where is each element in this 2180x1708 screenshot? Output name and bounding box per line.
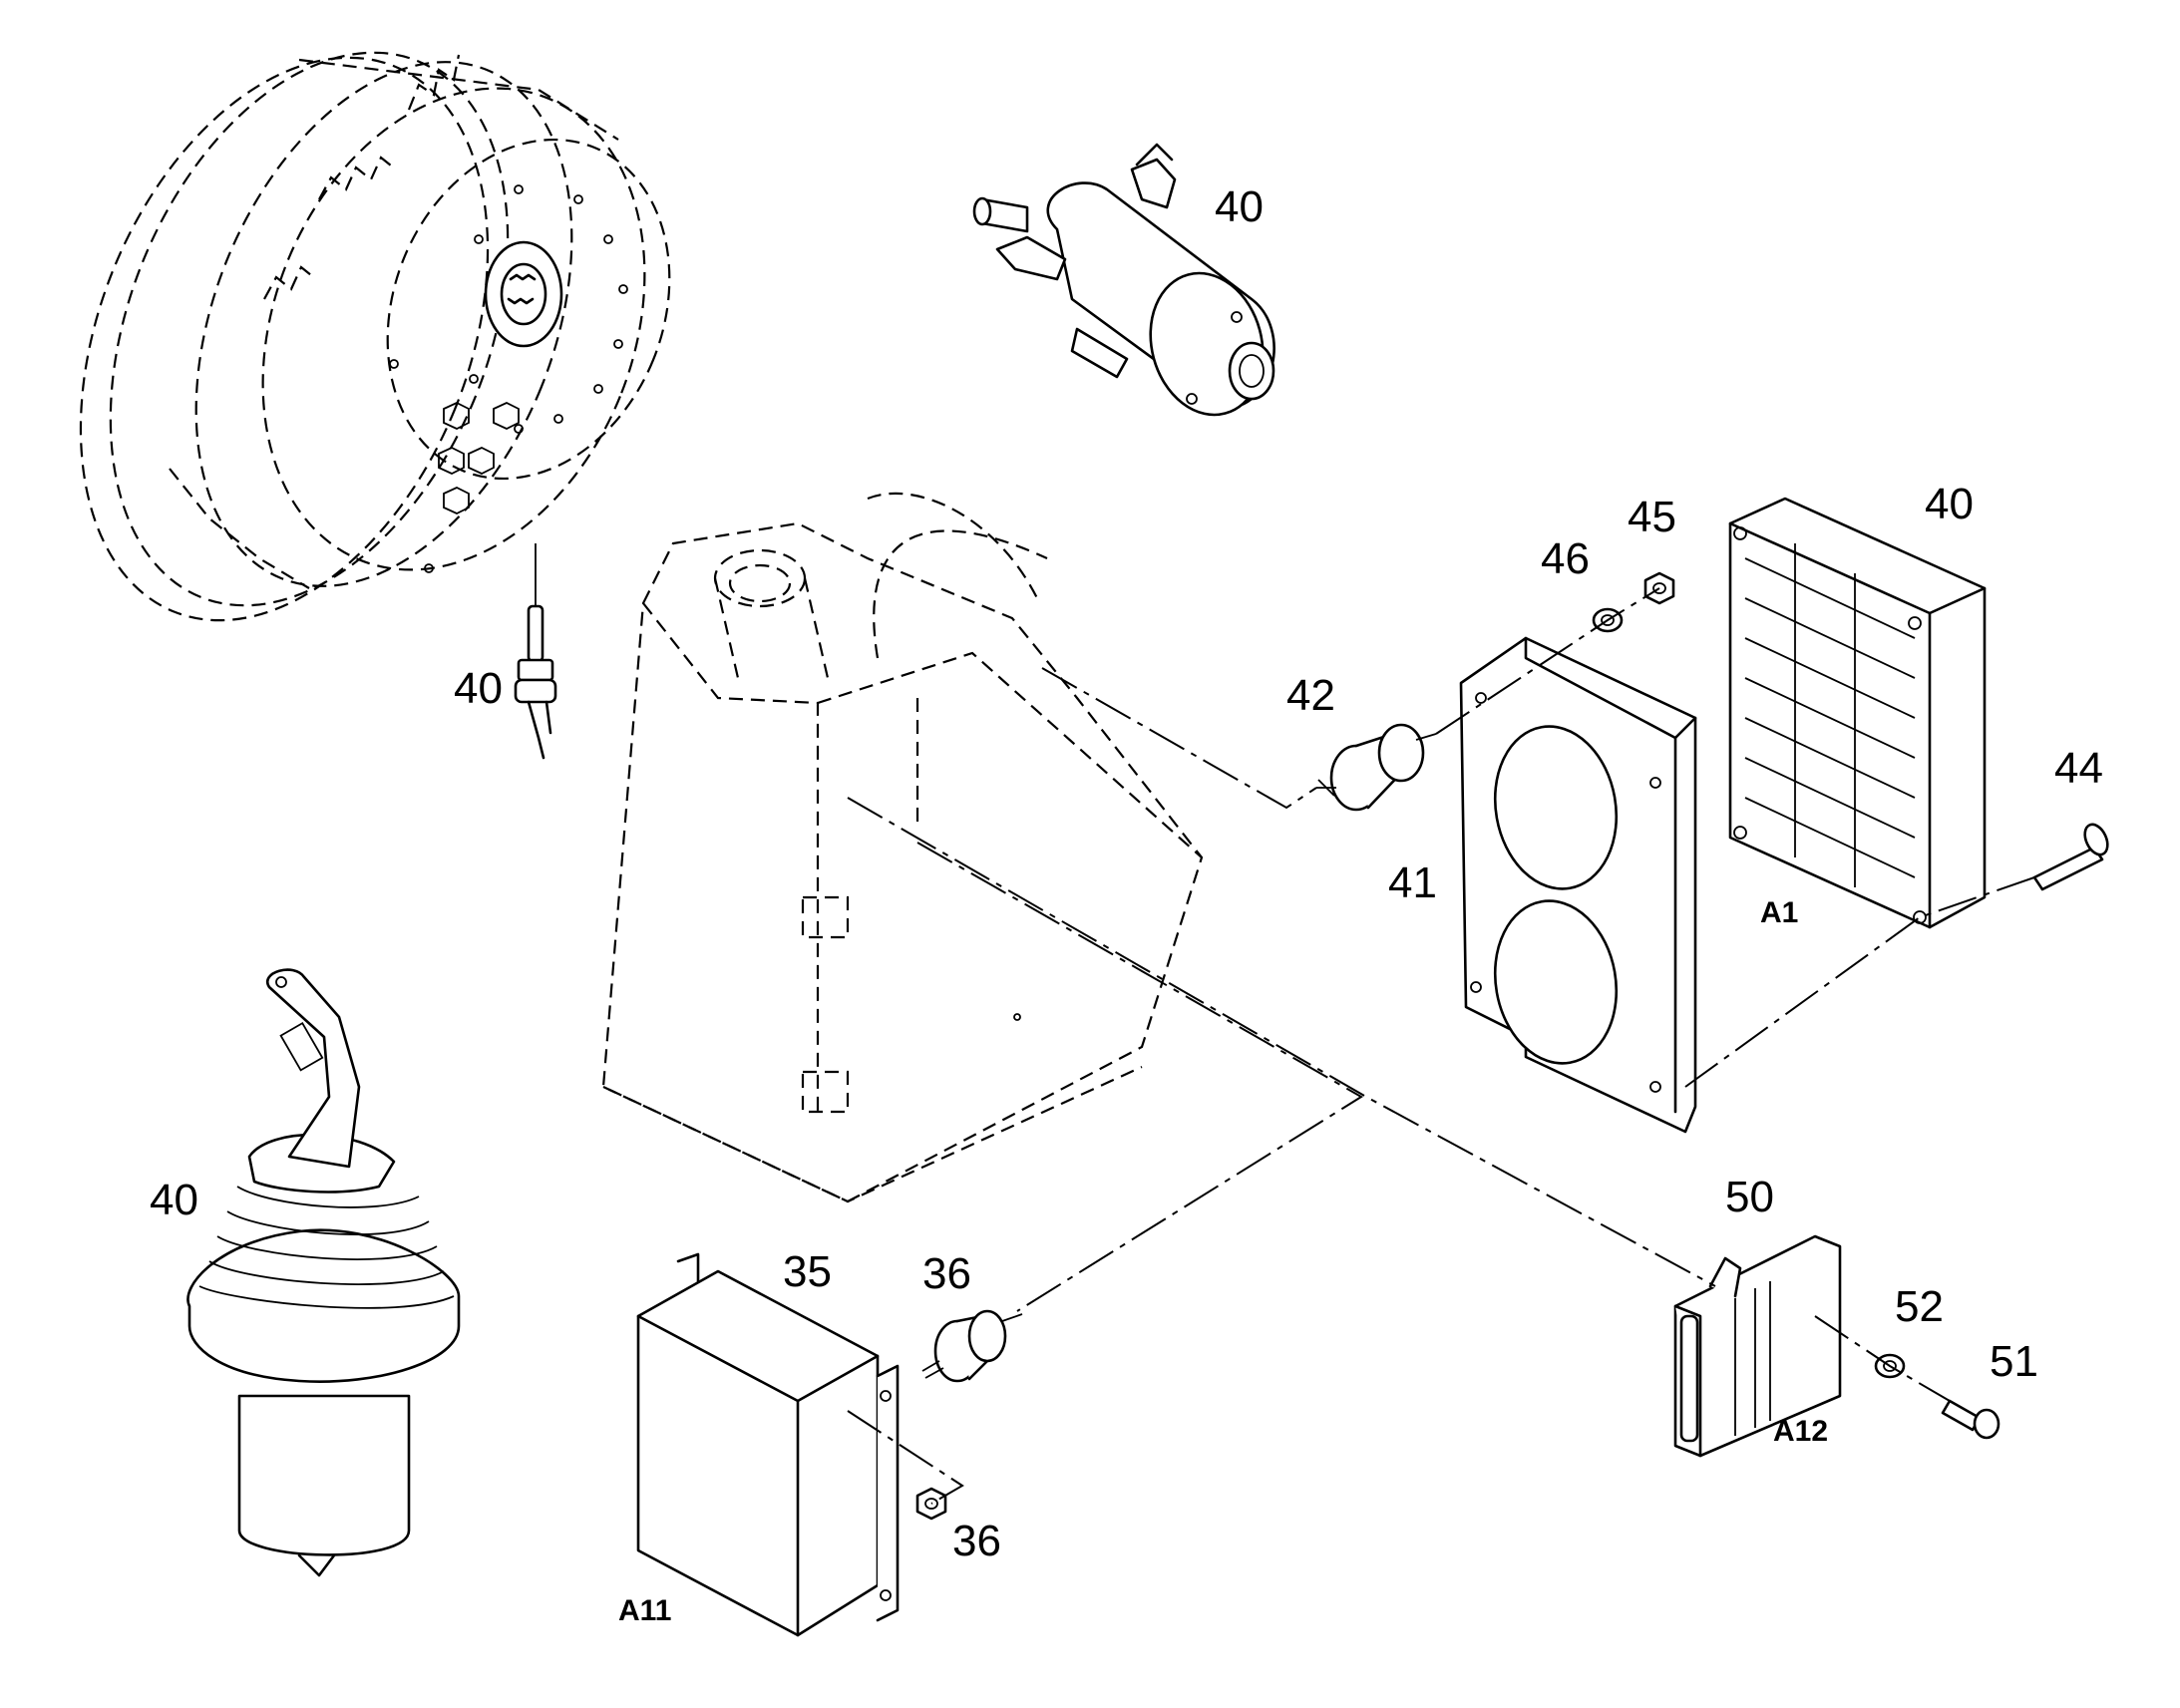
callout-50: 50 [1725,1173,1774,1221]
callout-41: 41 [1388,858,1437,907]
callout-45: 45 [1628,493,1676,541]
reference-designators: A1 A11 A12 [618,896,1828,1627]
ref-a1: A1 [1760,896,1798,929]
callout-52: 52 [1895,1282,1944,1331]
hydraulic-tank [601,492,1204,1203]
callout-46: 46 [1541,534,1590,583]
callout-51: 51 [1990,1337,2038,1386]
callout-35: 35 [783,1247,832,1296]
joystick [186,968,461,1577]
callout-labels: 40 40 40 40 45 46 42 44 41 50 52 51 35 3… [150,182,2103,1565]
bolt [2032,823,2109,891]
module-a12 [1673,1234,1842,1458]
rubber-isolator [1316,723,1437,812]
callout-36-top: 36 [922,1249,971,1298]
speed-sensor [514,543,557,760]
assembly-lines [847,587,2035,1505]
callout-40-a1: 40 [1925,480,1974,528]
mounting-plate [1459,636,1697,1134]
control-box-a11 [636,1252,900,1637]
callout-40-motor: 40 [1215,182,1264,231]
callout-40-sensor: 40 [454,664,503,713]
callout-40-joystick: 40 [150,1176,198,1224]
callout-42: 42 [1286,671,1335,720]
isolator-36 [921,1309,1023,1383]
callout-36-bottom: 36 [952,1517,1001,1565]
flywheel-assembly [79,51,671,622]
callout-44: 44 [2054,744,2103,793]
electric-motor [972,143,1275,417]
controller-a1 [1728,497,1987,929]
ref-a11: A11 [618,1594,671,1627]
ref-a12: A12 [1773,1415,1828,1448]
screw-51 [1941,1399,2000,1440]
